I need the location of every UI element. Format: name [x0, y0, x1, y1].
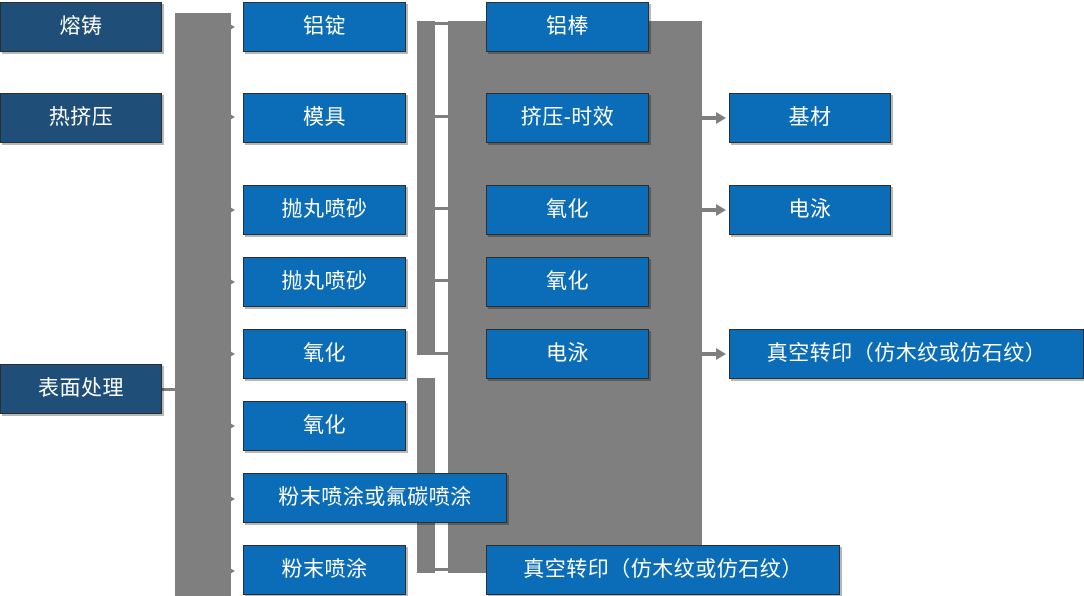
node-input-oxidation-1[interactable]: 氧化: [243, 329, 406, 379]
arrow-to-input-2: [223, 110, 235, 124]
node-input-powder-coating[interactable]: 粉末喷涂: [243, 545, 406, 595]
node-op-oxidation-1[interactable]: 氧化: [486, 185, 649, 235]
node-op-oxidation-2[interactable]: 氧化: [486, 257, 649, 307]
node-label: 抛丸喷砂: [281, 198, 368, 222]
node-out-substrate[interactable]: 基材: [729, 93, 891, 143]
node-label: 粉末喷涂或氟碳喷涂: [278, 486, 472, 510]
node-out-electrophoresis[interactable]: 电泳: [729, 185, 891, 235]
node-label: 模具: [303, 106, 346, 130]
arrow-to-input-8: [223, 564, 235, 578]
node-label: 氧化: [303, 414, 346, 438]
connector-down-arrow-extrude: [70, 330, 92, 343]
node-input-mold[interactable]: 模具: [243, 93, 406, 143]
node-input-shot-blasting-1[interactable]: 抛丸喷砂: [243, 185, 406, 235]
node-stage-surface-treatment[interactable]: 表面处理: [0, 364, 162, 414]
node-op-extrusion-aging[interactable]: 挤压-时效: [486, 93, 649, 143]
arrow-to-out-3: [702, 348, 726, 360]
node-label: 真空转印（仿木纹或仿石纹）: [766, 342, 1047, 366]
node-input-powder-or-fluorocarbon-coating[interactable]: 粉末喷涂或氟碳喷涂: [243, 473, 507, 523]
rung-input-8: [433, 568, 455, 571]
node-label: 氧化: [303, 342, 346, 366]
arrow-to-input-6: [223, 419, 235, 433]
node-label: 氧化: [546, 270, 589, 294]
node-input-oxidation-2[interactable]: 氧化: [243, 401, 406, 451]
rung-input-4: [433, 279, 455, 282]
arrow-to-input-7: [223, 492, 235, 506]
node-label: 基材: [788, 106, 832, 130]
node-stage-hot-extrusion[interactable]: 热挤压: [0, 93, 162, 143]
arrow-to-input-3: [223, 203, 235, 217]
node-label: 粉末喷涂: [281, 558, 368, 582]
arrow-to-input-1: [223, 20, 235, 34]
rung-input-1: [433, 22, 455, 25]
node-op-aluminum-bar[interactable]: 铝棒: [486, 2, 649, 52]
arrow-to-input-5: [223, 347, 235, 361]
node-label: 抛丸喷砂: [281, 270, 368, 294]
node-stage-melt[interactable]: 熔铸: [0, 2, 162, 52]
node-out-vacuum-transfer-printing[interactable]: 真空转印（仿木纹或仿石纹）: [729, 329, 1084, 379]
connector-trunk-left: [175, 13, 231, 596]
connector-surface-to-trunk: [162, 388, 178, 391]
node-label: 熔铸: [59, 15, 103, 39]
rung-input-5: [433, 352, 455, 355]
node-label: 真空转印（仿木纹或仿石纹）: [523, 558, 803, 582]
arrow-to-out-2: [702, 204, 726, 216]
node-label: 铝锭: [303, 15, 346, 39]
rung-input-2: [433, 115, 455, 118]
node-input-aluminum-ingot[interactable]: 铝锭: [243, 2, 406, 52]
node-label: 表面处理: [38, 377, 124, 401]
connector-trunk-mid-upper: [417, 21, 435, 355]
arrow-to-input-4: [223, 275, 235, 289]
connector-down-arrow-melt: [70, 70, 92, 83]
node-label: 电泳: [788, 198, 832, 222]
node-label: 铝棒: [546, 15, 589, 39]
node-input-shot-blasting-2[interactable]: 抛丸喷砂: [243, 257, 406, 307]
node-label: 氧化: [546, 198, 589, 222]
arrow-to-out-1: [702, 112, 726, 124]
node-label: 热挤压: [48, 106, 114, 130]
node-op-electrophoresis[interactable]: 电泳: [486, 329, 649, 379]
node-label: 挤压-时效: [520, 106, 615, 130]
node-op-vacuum-transfer-printing[interactable]: 真空转印（仿木纹或仿石纹）: [486, 545, 840, 595]
node-label: 电泳: [546, 342, 589, 366]
rung-input-3: [433, 207, 455, 210]
